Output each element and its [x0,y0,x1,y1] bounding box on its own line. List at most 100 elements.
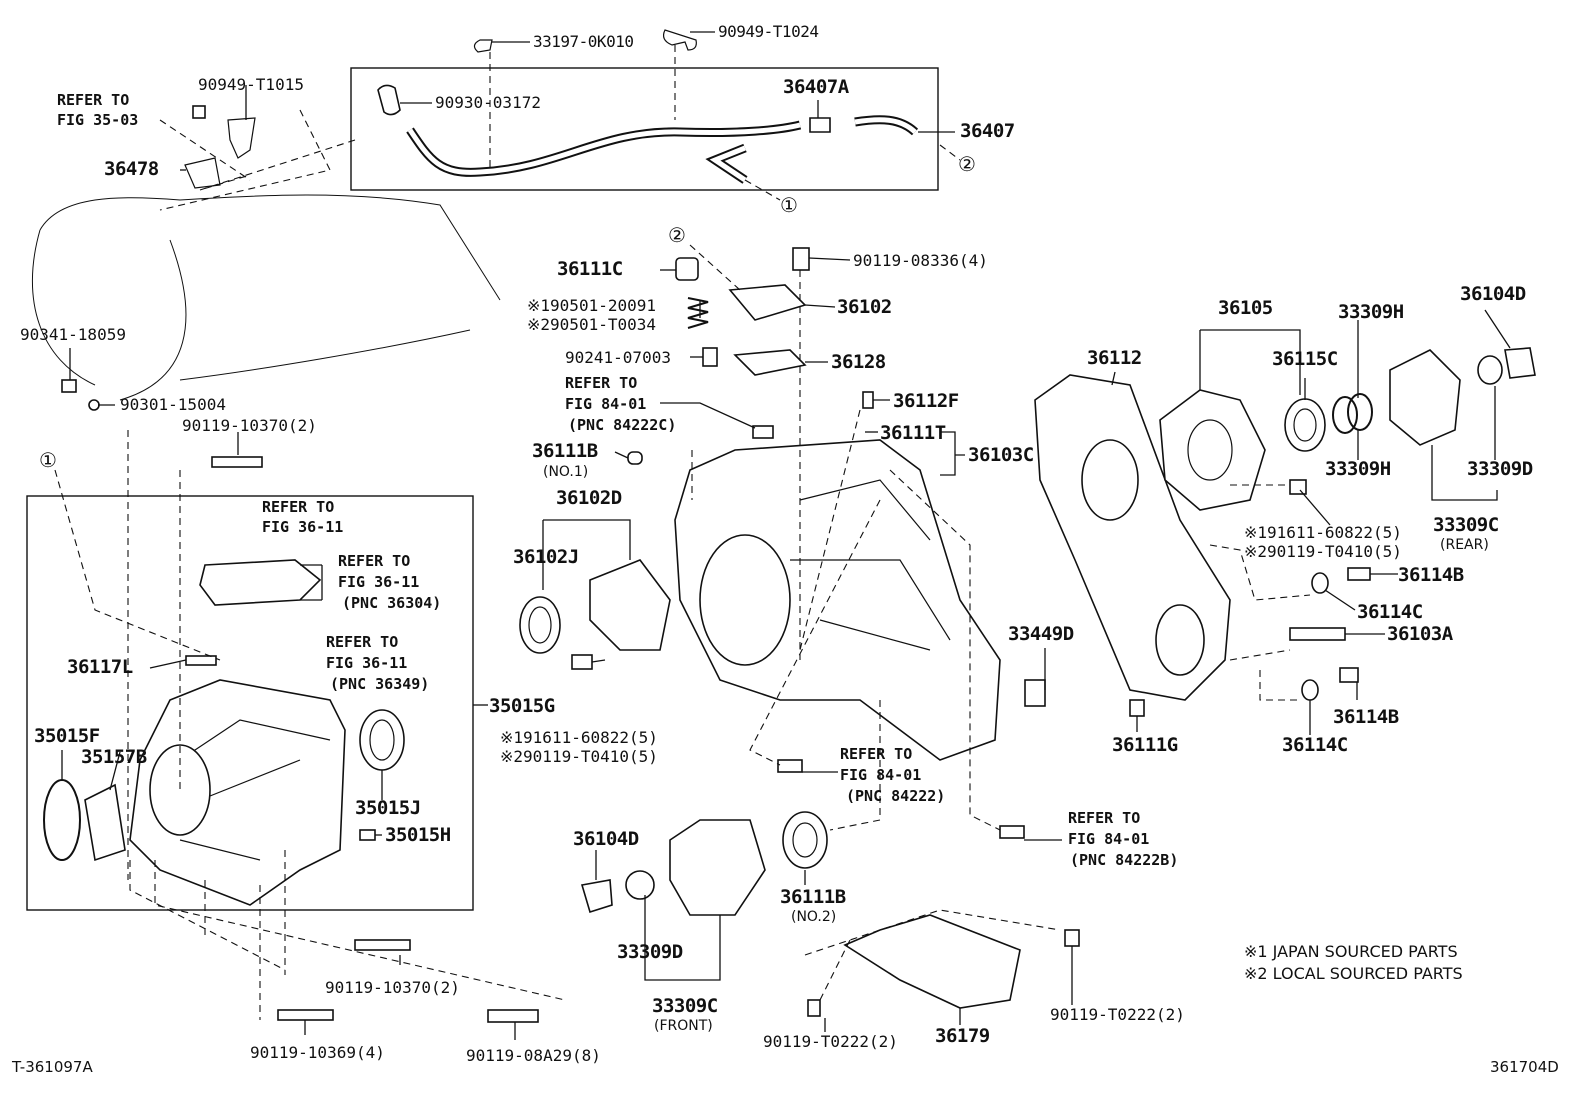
washer-33309D-rear [1477,355,1503,385]
cover-36102 [728,284,807,321]
label-36114C-b: 36114C [1282,734,1348,756]
label-36128: 36128 [831,351,886,373]
refer-36-11-c-line1: REFER TO [326,633,399,651]
hose-joint [809,117,831,133]
label-33309H-top: 33309H [1338,301,1404,323]
label-90119-08336: 90119-08336(4) [853,251,988,270]
label-90341: 90341-18059 [20,325,126,344]
circle-2-top: ② [958,152,976,176]
label-33309H-bottom: 33309H [1325,458,1391,480]
shim-33309H-b [1347,393,1373,431]
retainer-36102D [589,559,671,651]
nut-36104D-rear [1504,347,1536,379]
refer-84-01-b-line2: FIG 84-01 [840,766,922,784]
sensor-33449D [1024,679,1046,707]
hose-group-box [350,67,939,191]
note-japan-sourced: ※1 JAPAN SOURCED PARTS [1244,942,1458,961]
label-36103C: 36103C [968,444,1034,466]
bolt-36114B-b [1339,667,1359,683]
refer-36-11-a-line1: REFER TO [262,498,335,516]
label-35015F: 35015F [34,725,100,747]
label-90949-T1024: 90949-T1024 [718,22,819,41]
label-90301: 90301-15004 [120,395,226,414]
transmission-outline [39,194,501,301]
pin-36111G [1129,699,1145,717]
label-36111T: 36111T [880,422,946,444]
figure-code-right: 361704D [1490,1058,1559,1076]
label-36104D-front: 36104D [573,828,639,850]
breather-plug [377,84,401,116]
label-36112: 36112 [1087,347,1142,369]
label-36112F: 36112F [893,390,959,412]
switch-84222C [752,425,774,439]
refer-84-01-c-line2: FIG 84-01 [1068,830,1150,848]
refer-35-03-line2: FIG 35-03 [57,111,139,129]
leader-lines [61,31,1511,1040]
label-36103A: 36103A [1387,623,1453,645]
label-35015H: 35015H [385,824,451,846]
figure-code-left: T-361097A [12,1058,93,1076]
label-no1: (NO.1) [543,464,589,480]
bolt-90119-08336 [792,247,810,271]
bolt-36114B-a [1347,567,1371,581]
refer-36-11-c-line2: FIG 36-11 [326,654,408,672]
seal-36111B-no2 [782,811,828,869]
protector-36179 [843,914,1021,1009]
label-90119-T0222-a: 90119-T0222(2) [763,1032,898,1051]
nut-36104D-front [580,879,613,914]
assembly-dash-lines [54,45,1311,1020]
plug-90341 [61,379,77,393]
washer-33309D-front [625,870,655,900]
seal-35157B [84,783,126,862]
label-90930: 90930-03172 [435,93,541,112]
circle-1-left: ① [39,448,57,472]
gasket-36128 [733,349,807,376]
label-35015J: 35015J [355,797,421,819]
label-33449D: 33449D [1008,623,1074,645]
plug-35015H [359,829,376,841]
label-290119-a: ※290119-T0410(5) [500,747,658,766]
switch-84222B [999,825,1025,839]
flange-33309C-front [669,819,766,916]
label-33309D-front: 33309D [617,941,683,963]
note-local-sourced: ※2 LOCAL SOURCED PARTS [1244,964,1463,983]
label-36115C: 36115C [1272,348,1338,370]
refer-84-01-b-line3: (PNC 84222) [846,787,946,805]
refer-35-03-line1: REFER TO [57,91,130,109]
washer-36114C-a [1311,572,1329,594]
label-36114B-b: 36114B [1333,706,1399,728]
label-35015G: 35015G [489,695,555,717]
shim-33309H-a [1332,396,1358,434]
label-36111B-no1: 36111B [532,440,598,462]
label-36179: 36179 [935,1025,990,1047]
washer-36114C-b [1301,679,1319,701]
label-36111B-no2: 36111B [780,886,846,908]
label-36102D: 36102D [556,487,622,509]
bolt-T0222a [807,999,821,1017]
label-36104D-rear: 36104D [1460,283,1526,305]
clamp-90949 [227,117,256,159]
bracket-36478 [184,157,221,189]
bolt-90119-08A29 [487,1009,539,1023]
label-36102J: 36102J [513,546,579,568]
label-no2: (NO.2) [791,909,837,925]
bolt-small [192,105,206,119]
transfer-case-36103C [674,439,1001,761]
label-90241: 90241-07003 [565,348,671,367]
bolt-90119-10370 [211,456,263,468]
label-36407: 36407 [960,120,1015,142]
plug-36111B-no1 [627,451,643,465]
label-36102: 36102 [837,296,892,318]
refer-84-01-a-line3: (PNC 84222C) [568,416,677,434]
seal-36102J [519,596,561,654]
label-36407A: 36407A [783,76,849,98]
bolt-T0222b [1064,929,1080,947]
pin-36112F [862,391,874,409]
refer-36-11-a-line2: FIG 36-11 [262,518,344,536]
label-190501: ※190501-20091 [527,296,656,315]
bolt-90119-10369 [277,1009,334,1021]
switch-84222 [777,759,803,773]
refer-84-01-b-line1: REFER TO [840,745,913,763]
label-36111G: 36111G [1112,734,1178,756]
